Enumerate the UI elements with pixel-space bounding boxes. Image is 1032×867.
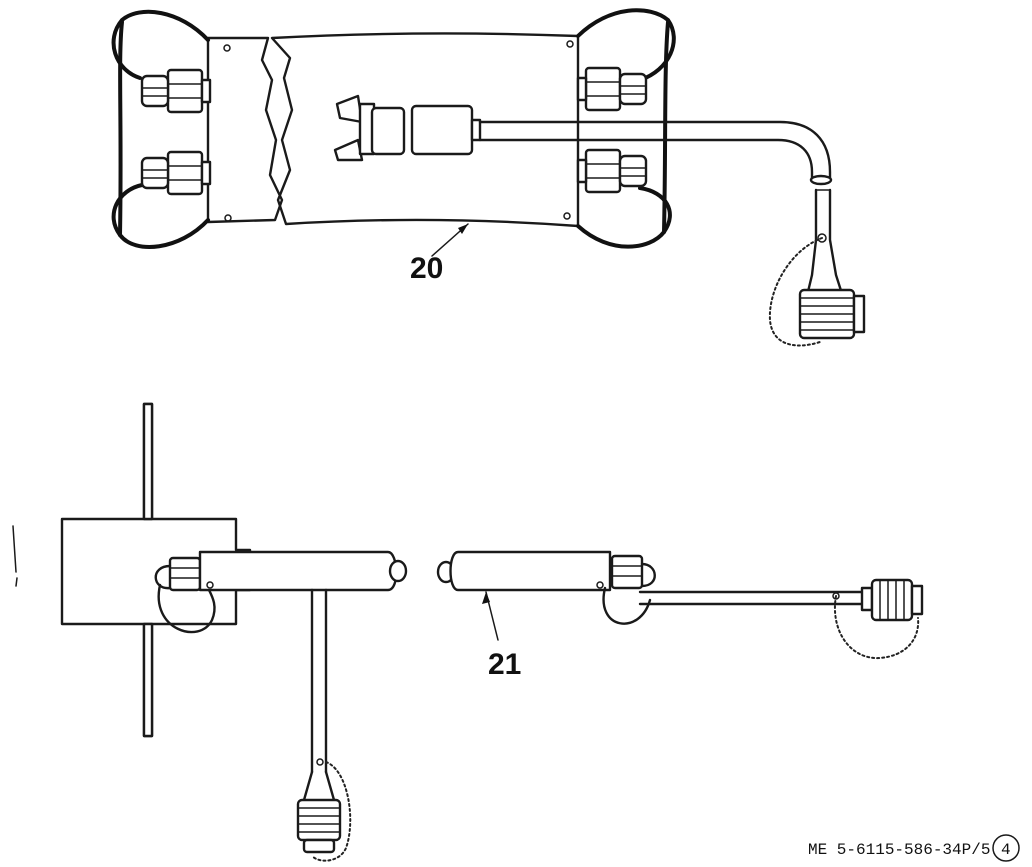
callout-20: 20: [410, 252, 443, 285]
margin-mark-dot: [15, 577, 18, 587]
figure-number-circle: [992, 834, 1020, 862]
figure-number: 4: [1001, 841, 1011, 859]
cable-assembly-21: [60, 402, 924, 862]
cable-assembly-20: [111, 8, 866, 347]
margin-mark: [12, 525, 17, 573]
figure-id-text: ME 5-6115-586-34P/5: [808, 841, 990, 859]
callout-21: 21: [488, 648, 521, 681]
